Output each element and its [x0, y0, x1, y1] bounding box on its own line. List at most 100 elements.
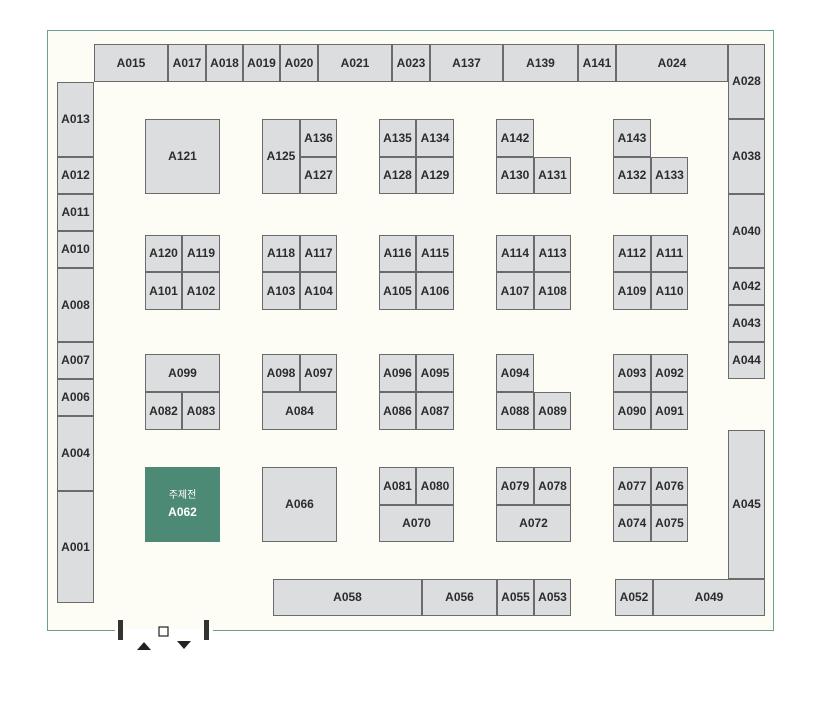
- booth-A008[interactable]: A008: [57, 268, 94, 342]
- booth-A015[interactable]: A015: [94, 44, 168, 82]
- booth-A049[interactable]: A049: [653, 579, 765, 616]
- booth-A024[interactable]: A024: [616, 44, 728, 82]
- booth-A104[interactable]: A104: [300, 272, 337, 310]
- booth-A083[interactable]: A083: [182, 392, 220, 430]
- booth-A117[interactable]: A117: [300, 235, 337, 272]
- booth-A052[interactable]: A052: [615, 579, 653, 616]
- booth-A074[interactable]: A074: [613, 505, 651, 542]
- booth-A091[interactable]: A091: [651, 392, 688, 430]
- booth-A019[interactable]: A019: [243, 44, 280, 82]
- down-triangle-icon: [177, 641, 191, 649]
- booth-A079[interactable]: A079: [496, 467, 534, 505]
- booth-A021[interactable]: A021: [318, 44, 392, 82]
- booth-A070[interactable]: A070: [379, 505, 454, 542]
- entrance: [100, 616, 240, 656]
- booth-A105[interactable]: A105: [379, 272, 416, 310]
- booth-A098[interactable]: A098: [262, 354, 300, 392]
- booth-A114[interactable]: A114: [496, 235, 534, 272]
- booth-A040[interactable]: A040: [728, 194, 765, 268]
- entrance-post-right: [204, 620, 209, 640]
- booth-A010[interactable]: A010: [57, 231, 94, 268]
- booth-A023[interactable]: A023: [392, 44, 430, 82]
- booth-A088[interactable]: A088: [496, 392, 534, 430]
- booth-A042[interactable]: A042: [728, 268, 765, 305]
- booth-A097[interactable]: A097: [300, 354, 337, 392]
- booth-A089[interactable]: A089: [534, 392, 571, 430]
- booth-A095[interactable]: A095: [416, 354, 454, 392]
- booth-A112[interactable]: A112: [613, 235, 651, 272]
- booth-A096[interactable]: A096: [379, 354, 416, 392]
- booth-A132[interactable]: A132: [613, 157, 651, 194]
- booth-A086[interactable]: A086: [379, 392, 416, 430]
- booth-A133[interactable]: A133: [651, 157, 688, 194]
- booth-A120[interactable]: A120: [145, 235, 182, 272]
- booth-A136[interactable]: A136: [300, 119, 337, 157]
- booth-A087[interactable]: A087: [416, 392, 454, 430]
- booth-A121[interactable]: A121: [145, 119, 220, 194]
- booth-A107[interactable]: A107: [496, 272, 534, 310]
- booth-A093[interactable]: A093: [613, 354, 651, 392]
- booth-A125[interactable]: A125: [262, 119, 300, 194]
- booth-A109[interactable]: A109: [613, 272, 651, 310]
- booth-A072[interactable]: A072: [496, 505, 571, 542]
- booth-A137[interactable]: A137: [430, 44, 503, 82]
- booth-A082[interactable]: A082: [145, 392, 182, 430]
- booth-A118[interactable]: A118: [262, 235, 300, 272]
- booth-A043[interactable]: A043: [728, 305, 765, 342]
- booth-A076[interactable]: A076: [651, 467, 688, 505]
- booth-A141[interactable]: A141: [578, 44, 616, 82]
- booth-A139[interactable]: A139: [503, 44, 578, 82]
- booth-A081[interactable]: A081: [379, 467, 416, 505]
- booth-A011[interactable]: A011: [57, 194, 94, 231]
- booth-A075[interactable]: A075: [651, 505, 688, 542]
- booth-A038[interactable]: A038: [728, 119, 765, 194]
- booth-A012[interactable]: A012: [57, 157, 94, 194]
- booth-A006[interactable]: A006: [57, 379, 94, 416]
- booth-A001[interactable]: A001: [57, 491, 94, 603]
- booth-A099[interactable]: A099: [145, 354, 220, 392]
- booth-A131[interactable]: A131: [534, 157, 571, 194]
- booth-A127[interactable]: A127: [300, 157, 337, 194]
- booth-A004[interactable]: A004: [57, 416, 94, 491]
- booth-A142[interactable]: A142: [496, 119, 534, 157]
- booth-A094[interactable]: A094: [496, 354, 534, 392]
- booth-A129[interactable]: A129: [416, 157, 454, 194]
- booth-A130[interactable]: A130: [496, 157, 534, 194]
- booth-A028[interactable]: A028: [728, 44, 765, 119]
- booth-A044[interactable]: A044: [728, 342, 765, 379]
- booth-A110[interactable]: A110: [651, 272, 688, 310]
- booth-A134[interactable]: A134: [416, 119, 454, 157]
- booth-A115[interactable]: A115: [416, 235, 454, 272]
- booth-A128[interactable]: A128: [379, 157, 416, 194]
- booth-A007[interactable]: A007: [57, 342, 94, 379]
- booth-A053[interactable]: A053: [534, 579, 571, 616]
- booth-A056[interactable]: A056: [422, 579, 497, 616]
- booth-A077[interactable]: A077: [613, 467, 651, 505]
- booth-A101[interactable]: A101: [145, 272, 182, 310]
- booth-A045[interactable]: A045: [728, 430, 765, 579]
- booth-A078[interactable]: A078: [534, 467, 571, 505]
- booth-A135[interactable]: A135: [379, 119, 416, 157]
- booth-A108[interactable]: A108: [534, 272, 571, 310]
- booth-A143[interactable]: A143: [613, 119, 651, 157]
- booth-A090[interactable]: A090: [613, 392, 651, 430]
- booth-A103[interactable]: A103: [262, 272, 300, 310]
- booth-A080[interactable]: A080: [416, 467, 454, 505]
- booth-A106[interactable]: A106: [416, 272, 454, 310]
- booth-A116[interactable]: A116: [379, 235, 416, 272]
- booth-A013[interactable]: A013: [57, 82, 94, 157]
- booth-A102[interactable]: A102: [182, 272, 220, 310]
- booth-A084[interactable]: A084: [262, 392, 337, 430]
- booth-A017[interactable]: A017: [168, 44, 206, 82]
- booth-A055[interactable]: A055: [497, 579, 534, 616]
- booth-A018[interactable]: A018: [206, 44, 243, 82]
- booth-A062-theme[interactable]: 주제전 A062: [145, 467, 220, 542]
- booth-A111[interactable]: A111: [651, 235, 688, 272]
- booth-A113[interactable]: A113: [534, 235, 571, 272]
- booth-A058[interactable]: A058: [273, 579, 422, 616]
- booth-A119[interactable]: A119: [182, 235, 220, 272]
- booth-A020[interactable]: A020: [280, 44, 318, 82]
- entrance-gap: [115, 629, 213, 633]
- booth-A066[interactable]: A066: [262, 467, 337, 542]
- booth-A092[interactable]: A092: [651, 354, 688, 392]
